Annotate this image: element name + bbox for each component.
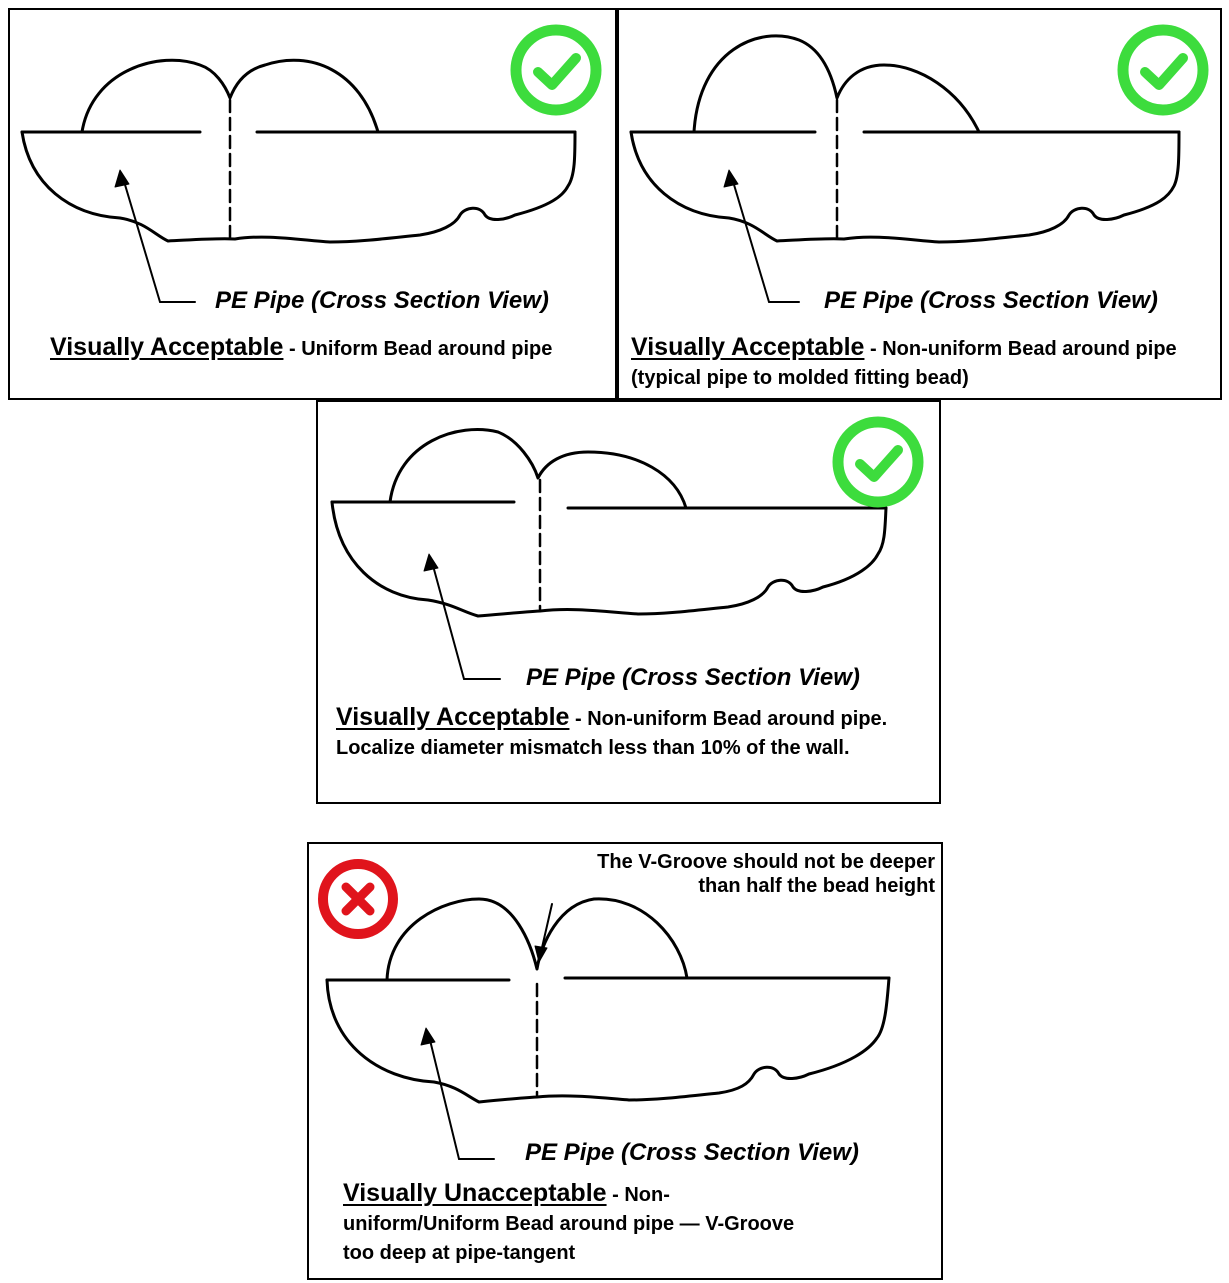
panel-non-uniform-molded-fitting: PE Pipe (Cross Section View) Visually Ac…	[617, 8, 1222, 400]
note-line: The V-Groove should not be deeper	[597, 851, 935, 873]
x-icon	[318, 859, 398, 939]
check-icon	[510, 24, 602, 116]
pipe-outline	[330, 500, 888, 618]
pipe-outline	[20, 130, 577, 244]
pipe-outline	[325, 976, 891, 1104]
bead-outline	[388, 428, 688, 510]
status-description: - Uniform Bead around pipe	[283, 338, 553, 360]
arrowhead	[114, 169, 130, 188]
status-heading: Visually Acceptable	[631, 333, 865, 361]
arrowhead	[723, 169, 739, 188]
bead-outline	[692, 34, 981, 134]
v-groove-note: The V-Groove should not be deeper than h…	[597, 850, 935, 898]
panel-caption: Visually Acceptable - Non-uniform Bead a…	[631, 333, 1216, 393]
pipe-cross-section-drawing	[325, 897, 891, 1160]
pipe-label: PE Pipe (Cross Section View)	[525, 1139, 859, 1166]
status-description: - Non-uniform/Uniform Bead around pipe —…	[343, 1184, 795, 1264]
panel-v-groove-too-deep: The V-Groove should not be deeper than h…	[307, 842, 943, 1280]
leader-line	[731, 177, 770, 303]
groove-arrowhead	[534, 945, 548, 963]
arrowhead	[423, 553, 439, 572]
status-description: - Non-uniform Bead around pipe (typical …	[631, 338, 1177, 389]
leader-line	[431, 561, 465, 680]
pipe-cross-section-drawing	[20, 58, 577, 303]
pipe-label: PE Pipe (Cross Section View)	[824, 287, 1158, 314]
groove-pointer-line	[540, 903, 553, 953]
leader-line	[428, 1035, 460, 1160]
panel-diameter-mismatch: PE Pipe (Cross Section View) Visually Ac…	[316, 400, 941, 804]
arrowhead	[420, 1027, 436, 1046]
pipe-cross-section-drawing	[629, 34, 1181, 303]
pipe-label: PE Pipe (Cross Section View)	[526, 664, 860, 691]
check-icon	[832, 416, 924, 508]
pipe-label: PE Pipe (Cross Section View)	[215, 287, 549, 314]
status-heading: Visually Acceptable	[50, 333, 284, 361]
panel-caption: Visually Unacceptable - Non-uniform/Unif…	[343, 1179, 823, 1268]
panel-caption: Visually Acceptable - Uniform Bead aroun…	[50, 333, 570, 364]
panel-caption: Visually Acceptable - Non-uniform Bead a…	[336, 703, 916, 763]
bead-outline	[80, 58, 380, 134]
leader-line	[122, 177, 161, 303]
note-line: than half the bead height	[698, 875, 935, 897]
bead-outline	[385, 897, 689, 982]
pipe-outline	[629, 130, 1181, 244]
status-description: - Non-uniform Bead around pipe. Localize…	[336, 708, 888, 759]
pipe-cross-section-drawing	[330, 428, 888, 680]
panel-uniform-bead: PE Pipe (Cross Section View) Visually Ac…	[8, 8, 617, 400]
check-icon	[1117, 24, 1209, 116]
status-heading: Visually Unacceptable	[343, 1179, 607, 1207]
status-heading: Visually Acceptable	[336, 703, 570, 731]
